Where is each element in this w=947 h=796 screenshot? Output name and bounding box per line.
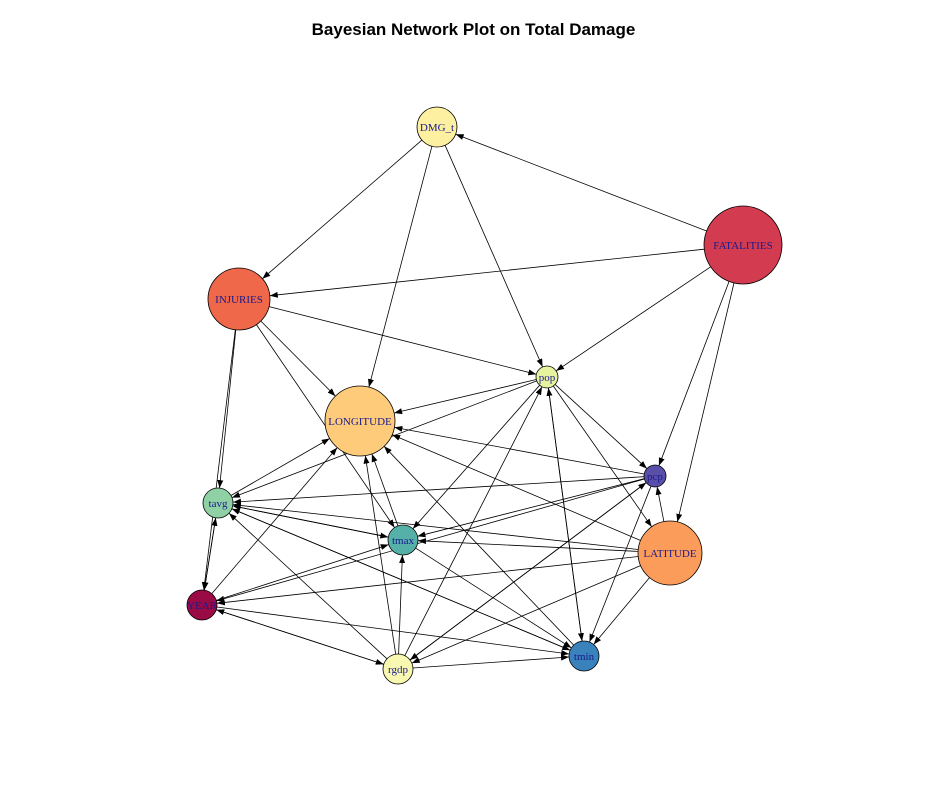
edge-INJURIES-to-LONGITUDE [260, 320, 336, 397]
node-circle-tmax [387, 524, 419, 556]
edge-tavg-to-LONGITUDE [230, 438, 330, 496]
edge-INJURIES-to-tavg [217, 329, 237, 489]
edge-rgdp-to-tmax [398, 554, 406, 655]
node-pop[interactable]: pop [535, 365, 559, 389]
edge-tmin-to-LONGITUDE [383, 446, 574, 646]
node-LONGITUDE[interactable]: LONGITUDE [324, 385, 396, 457]
edge-tmin-to-pop [546, 387, 583, 642]
edge-LATITUDE-to-LONGITUDE [392, 434, 641, 541]
edge-FATALITIES-to-LATITUDE [676, 282, 735, 522]
edge-LATITUDE-to-pcp [655, 486, 665, 522]
edges-layer [201, 133, 735, 669]
node-circle-LATITUDE [637, 520, 703, 586]
edge-YEAR-to-tmin [216, 606, 570, 656]
node-tavg[interactable]: tavg [202, 487, 234, 519]
node-label-LONGITUDE: LONGITUDE [328, 416, 392, 428]
node-label-rgdp: rgdp [388, 664, 408, 676]
edge-pcp-to-tavg [232, 476, 645, 505]
edge-pcp-to-LONGITUDE [394, 425, 645, 475]
edge-DMG_t-to-LONGITUDE [368, 146, 433, 388]
edge-YEAR-to-tmax [216, 544, 389, 601]
edge-pop-to-pcp [554, 384, 648, 469]
node-label-INJURIES: INJURIES [215, 294, 263, 306]
edge-FATALITIES-to-pop [555, 266, 711, 372]
edge-LATITUDE-to-tmax [417, 538, 639, 552]
chart-title: Bayesian Network Plot on Total Damage [311, 20, 636, 39]
edge-pop-to-LONGITUDE [394, 379, 537, 415]
node-rgdp[interactable]: rgdp [382, 653, 414, 685]
node-circle-FATALITIES [703, 205, 783, 285]
node-FATALITIES[interactable]: FATALITIES [703, 205, 783, 285]
edge-FATALITIES-to-INJURIES [269, 248, 705, 298]
edge-LATITUDE-to-YEAR [216, 556, 639, 606]
node-DMG_t[interactable]: DMG_t [416, 106, 458, 148]
edge-rgdp-to-pop [404, 386, 543, 656]
edge-pcp-to-tmax [417, 478, 645, 538]
node-label-DMG_t: DMG_t [420, 122, 454, 134]
edge-rgdp-to-tavg [228, 512, 388, 660]
node-label-FATALITIES: FATALITIES [713, 240, 772, 252]
edge-LATITUDE-to-tavg [232, 502, 639, 550]
edge-rgdp-to-pcp [409, 482, 647, 661]
node-label-pcp: pcp [647, 471, 663, 483]
edge-rgdp-to-tmin [412, 654, 570, 669]
node-circle-INJURIES [207, 267, 271, 331]
edge-tmax-to-tmin [415, 547, 572, 649]
node-circle-DMG_t [416, 106, 458, 148]
edge-FATALITIES-to-pcp [658, 281, 730, 466]
node-circle-tmin [568, 640, 600, 672]
node-label-pop: pop [539, 372, 556, 384]
edge-rgdp-to-LONGITUDE [363, 455, 397, 655]
node-circle-YEAR [186, 589, 218, 621]
edge-tmin-to-tavg [231, 508, 571, 651]
edge-FATALITIES-to-DMG_t [455, 133, 707, 232]
edge-INJURIES-to-pop [269, 306, 537, 376]
node-label-LATITUDE: LATITUDE [643, 548, 696, 560]
edge-pop-to-LATITUDE [552, 385, 653, 528]
node-label-tmax: tmax [392, 535, 414, 547]
edge-LATITUDE-to-rgdp [411, 565, 641, 664]
edge-DMG_t-to-pop [444, 145, 543, 368]
node-circle-tavg [202, 487, 234, 519]
edge-pcp-to-YEAR [216, 478, 645, 602]
edge-DMG_t-to-INJURIES [262, 139, 423, 280]
node-label-YEAR: YEAR [187, 600, 218, 612]
node-circle-pop [535, 365, 559, 389]
node-label-tavg: tavg [209, 498, 228, 510]
node-circle-pcp [643, 464, 667, 488]
node-pcp[interactable]: pcp [643, 464, 667, 488]
edge-rgdp-to-YEAR [216, 609, 384, 665]
node-circle-rgdp [382, 653, 414, 685]
node-tmax[interactable]: tmax [387, 524, 419, 556]
edge-LATITUDE-to-tmin [593, 577, 650, 645]
edge-pop-to-tmax [412, 384, 540, 530]
node-circle-LONGITUDE [324, 385, 396, 457]
node-INJURIES[interactable]: INJURIES [207, 267, 271, 331]
edge-INJURIES-to-YEAR [201, 329, 236, 591]
edge-YEAR-to-LONGITUDE [211, 447, 338, 594]
node-label-tmin: tmin [574, 651, 595, 663]
edge-YEAR-to-tavg [203, 517, 218, 591]
edge-tmax-to-tavg [232, 504, 389, 538]
edge-pcp-to-tmin [589, 486, 652, 643]
edge-tmax-to-LONGITUDE [371, 453, 399, 527]
node-LATITUDE[interactable]: LATITUDE [637, 520, 703, 586]
node-YEAR[interactable]: YEAR [186, 589, 218, 621]
node-tmin[interactable]: tmin [568, 640, 600, 672]
